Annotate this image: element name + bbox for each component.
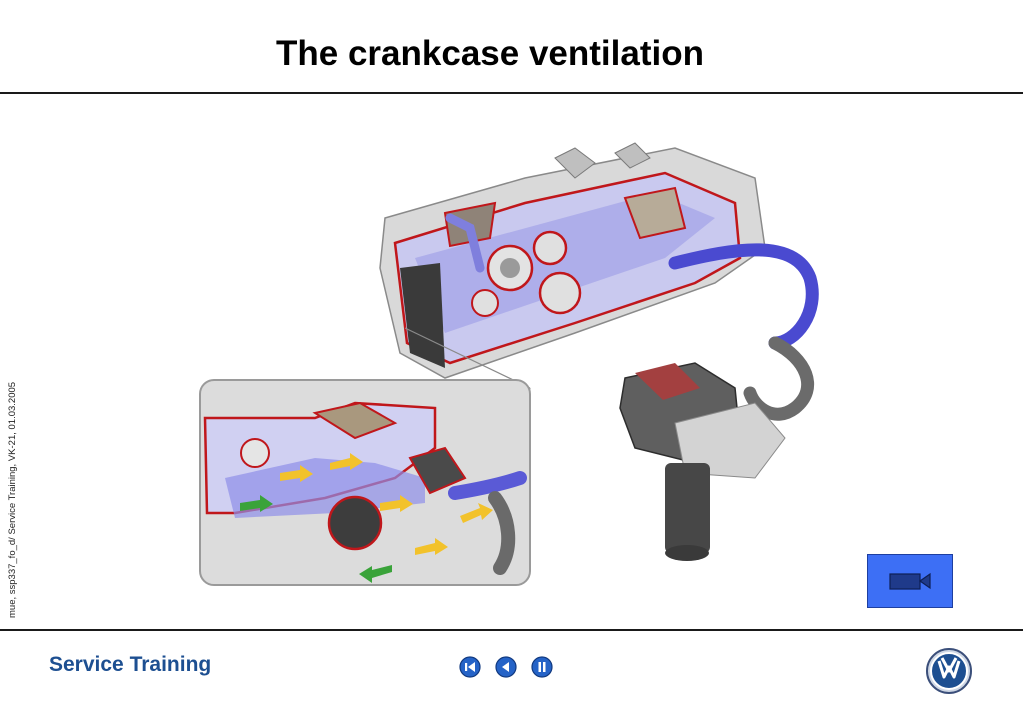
- video-button[interactable]: [867, 554, 953, 608]
- pause-icon[interactable]: [531, 656, 553, 678]
- pressure-regulating-valve: [619, 362, 786, 561]
- video-camera-icon: [889, 572, 931, 590]
- cylinder-head-cover: [379, 142, 766, 379]
- crankcase-ventilation-illustration: [199, 142, 819, 586]
- footer-brand: Service Training: [49, 653, 212, 676]
- slide-footnote: mue, ssp337_fo_d/ Service Training, VK-2…: [7, 381, 18, 618]
- slide-navigation: [459, 656, 553, 678]
- top-divider: [0, 92, 1023, 94]
- bottom-divider: [0, 629, 1023, 631]
- detail-inset: [199, 379, 531, 586]
- slide-title: The crankcase ventilation: [276, 34, 704, 73]
- ventilation-hose: [668, 243, 819, 350]
- previous-icon[interactable]: [495, 656, 517, 678]
- rewind-icon[interactable]: [459, 656, 481, 678]
- vw-logo: [926, 648, 972, 694]
